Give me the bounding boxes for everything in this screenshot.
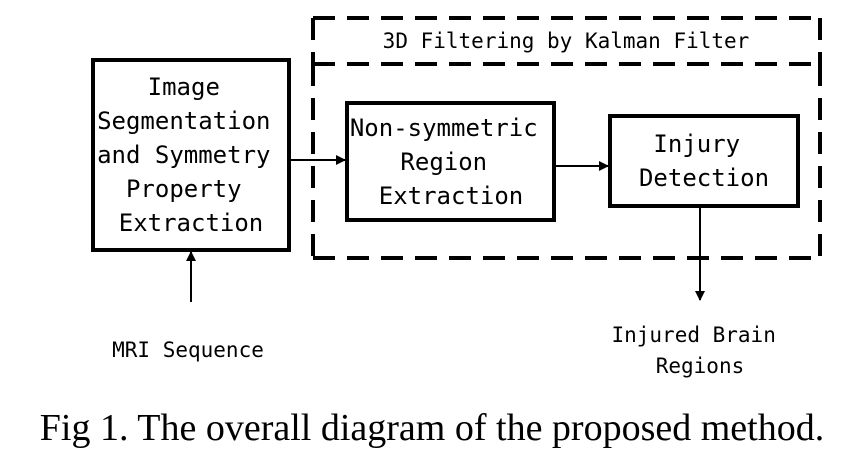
segmentation-line-3: and Symmetry (97, 141, 270, 169)
input-label: MRI Sequence (112, 338, 264, 362)
segmentation-line-5: Extraction (119, 209, 264, 237)
nonsymmetric-box (345, 101, 556, 222)
segmentation-line-4: Property (126, 175, 242, 203)
nonsymmetric-line-3: Extraction (379, 182, 524, 210)
injury-line-2: Detection (639, 164, 769, 192)
output-line-2: Regions (656, 354, 745, 378)
kalman-filter-frame (311, 16, 822, 260)
segmentation-line-1: Image (148, 73, 220, 101)
injury-line-1: Injury (653, 130, 740, 158)
frame-title: 3D Filtering by Kalman Filter (383, 29, 750, 53)
nonsymmetric-box-label: Non-symmetric Region Extraction (350, 114, 552, 210)
segmentation-box (91, 58, 291, 252)
figure-caption: Fig 1. The overall diagram of the propos… (40, 407, 824, 449)
nonsymmetric-line-1: Non-symmetric (350, 114, 538, 142)
segmentation-line-2: Segmentation (97, 107, 270, 135)
nonsymmetric-line-2: Region (400, 148, 487, 176)
output-label: Injured Brain Regions (611, 323, 788, 378)
output-line-1: Injured Brain (611, 323, 775, 347)
injury-detection-box (608, 114, 800, 208)
injury-detection-box-label: Injury Detection (639, 130, 769, 192)
segmentation-box-label: Image Segmentation and Symmetry Property… (97, 73, 285, 237)
